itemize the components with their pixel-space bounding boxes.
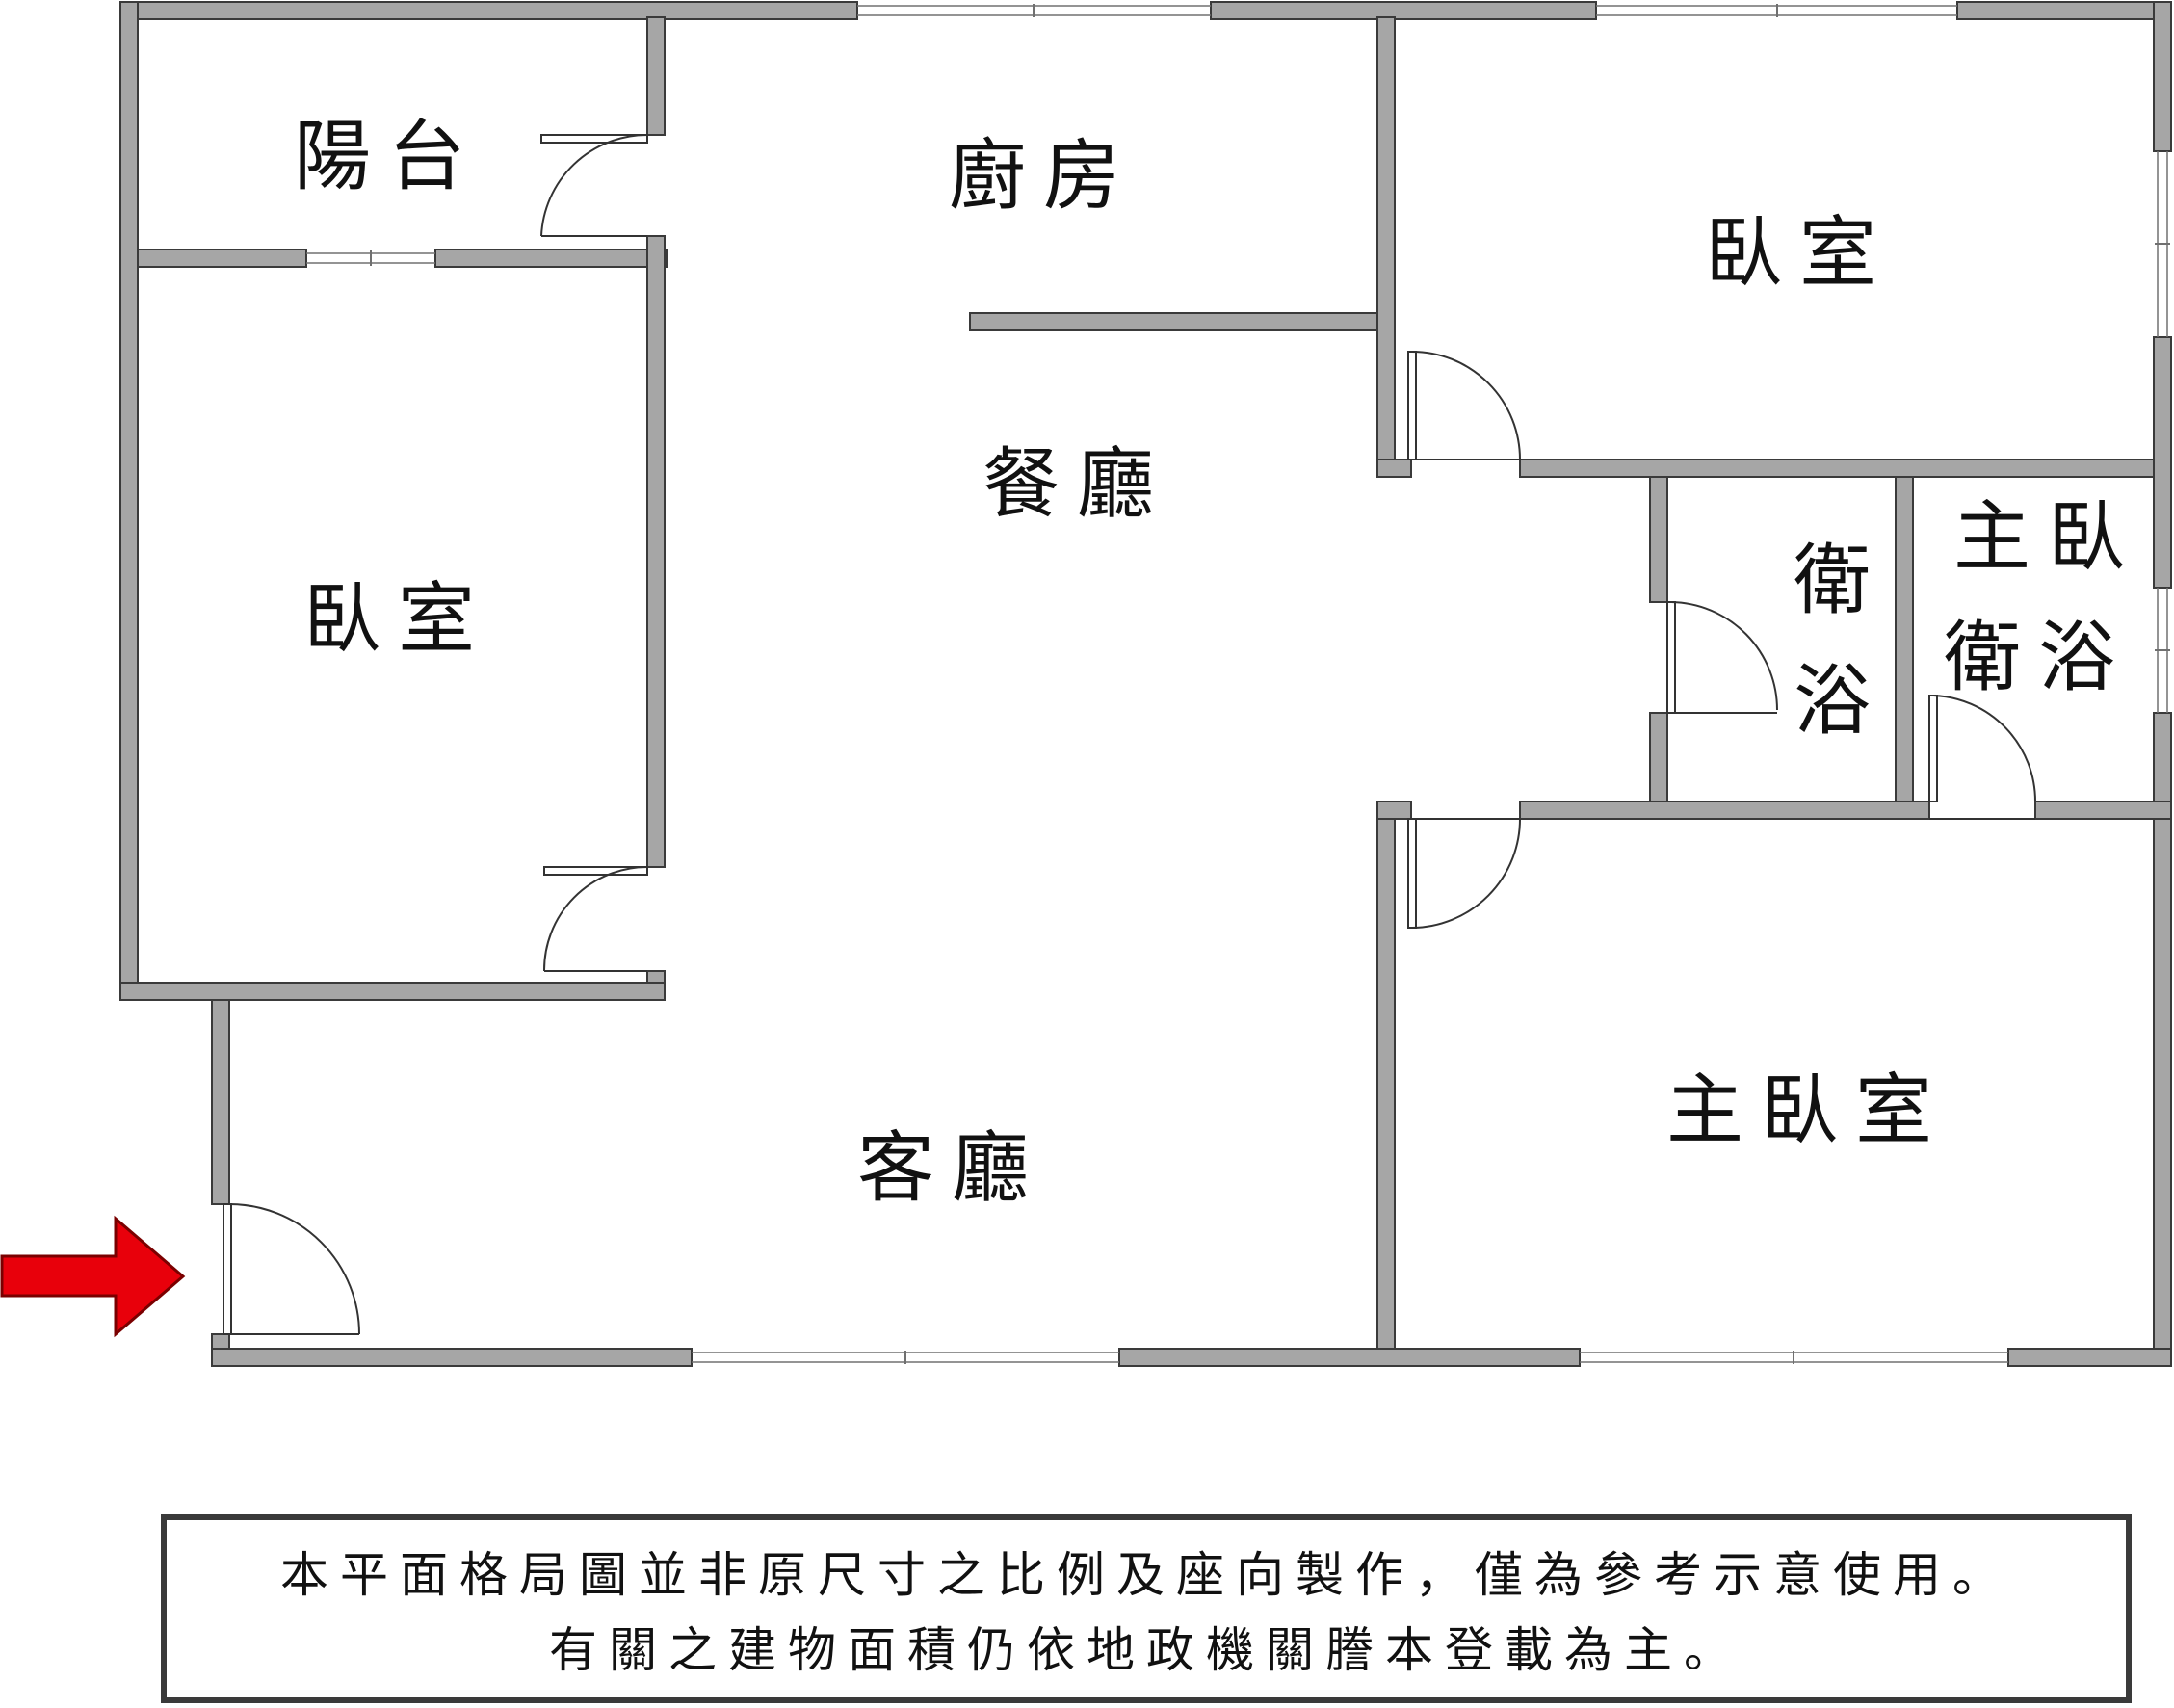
door-balcony — [540, 133, 648, 237]
wall-balcony-bottom-b — [434, 249, 668, 268]
door-ne-bedroom — [1407, 351, 1521, 460]
wall-bottom-b — [1118, 1348, 1581, 1367]
walls — [119, 1, 2172, 1367]
window-east-lower — [2155, 588, 2170, 713]
right-arrow-icon — [0, 1215, 186, 1338]
label-bath-1: 衛 — [1794, 536, 1888, 625]
wall-east-b — [2153, 336, 2172, 589]
wall-bath-west-b — [1649, 712, 1668, 802]
wall-west-upper — [119, 1, 139, 1000]
wall-master-top-b — [1519, 801, 1930, 820]
label-living: 客廳 — [857, 1123, 1046, 1213]
window-east-upper — [2155, 151, 2170, 337]
disclaimer-line2: 有關之建物面積仍依地政機關謄本登載為主。 — [549, 1622, 1743, 1678]
wall-bottom-a — [211, 1348, 693, 1367]
window-bottom-west — [692, 1351, 1119, 1364]
window-bottom-east — [1580, 1351, 2008, 1364]
wall-central-b — [1376, 801, 1396, 1366]
door-bathroom — [1666, 601, 1778, 714]
door-west-bedroom — [542, 866, 648, 972]
disclaimer-border — [161, 1514, 2132, 1703]
windows — [306, 4, 2170, 1364]
label-dining: 餐廳 — [982, 439, 1171, 529]
wall-bottom-c — [2007, 1348, 2172, 1367]
window-top-east — [1596, 4, 1957, 17]
label-kitchen: 廚房 — [949, 131, 1138, 221]
wall-bed-east-b — [646, 235, 666, 868]
wall-bed-bottom — [119, 982, 666, 1001]
wall-bed-east-a — [646, 16, 666, 136]
wall-balcony-bottom-a — [137, 249, 307, 268]
wall-west-lower-a — [211, 999, 230, 1205]
wall-kitchen-partition — [969, 312, 1380, 331]
label-master-bath-2: 衛浴 — [1944, 613, 2133, 702]
label-balcony: 陽台 — [294, 112, 483, 201]
door-master-bedroom — [1407, 818, 1521, 929]
wall-central-a — [1376, 16, 1396, 478]
room-labels: 陽台 廚房 臥室 臥室 餐廳 衛 浴 主臥 衛浴 客廳 主臥室 — [294, 112, 2142, 1213]
disclaimer-line1: 本平面格局圖並非原尺寸之比例及座向製作，僅為參考示意使用。 — [280, 1547, 2012, 1603]
wall-bath-divider — [1895, 476, 1914, 802]
door-master-bath — [1928, 695, 2036, 820]
doors — [223, 133, 2036, 1335]
door-entrance — [223, 1203, 360, 1335]
wall-top-3 — [1956, 1, 2172, 20]
wall-bath-west-a — [1649, 476, 1668, 603]
label-master-bedroom: 主臥室 — [1666, 1065, 1950, 1155]
label-master-bath-1: 主臥 — [1953, 492, 2142, 582]
wall-ne-bed-bottom-b — [1519, 459, 2172, 478]
label-bedroom-w: 臥室 — [303, 574, 492, 664]
wall-ne-bed-bottom-a — [1376, 459, 1412, 478]
wall-top-2 — [1210, 1, 1597, 20]
wall-master-top-c — [2034, 801, 2172, 820]
window-balcony — [306, 250, 435, 266]
wall-top-1 — [119, 1, 858, 20]
wall-master-top-a — [1376, 801, 1412, 820]
label-bath-2: 浴 — [1794, 656, 1888, 746]
window-top-west — [857, 4, 1211, 17]
label-bedroom-ne: 臥室 — [1705, 208, 1894, 298]
disclaimer-box: 本平面格局圖並非原尺寸之比例及座向製作，僅為參考示意使用。 有關之建物面積仍依地… — [161, 1514, 2132, 1703]
wall-east-a — [2153, 1, 2172, 152]
